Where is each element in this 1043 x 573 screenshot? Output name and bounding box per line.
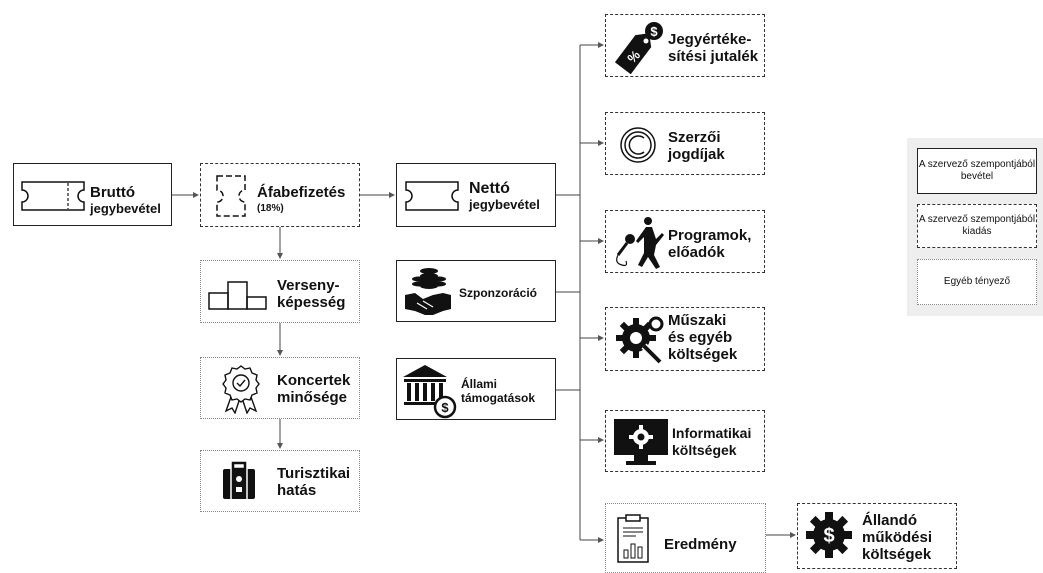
price-tag-percent-icon: % $ bbox=[614, 22, 663, 75]
node-koncert-line2: minősége bbox=[277, 389, 348, 406]
handshake-coins-icon bbox=[405, 268, 451, 315]
node-eredmeny: Eredmény bbox=[605, 503, 766, 573]
legend-item-egyeb: Egyéb tényező bbox=[917, 259, 1037, 305]
node-allando-mukodesi-koltsegek: $ Állandó működési költségek bbox=[797, 503, 957, 569]
gear-wrench-icon bbox=[616, 316, 664, 365]
node-informatikai-line1: Informatikai bbox=[672, 425, 752, 441]
ticket-dashed-icon bbox=[216, 175, 246, 217]
node-eredmeny-line1: Eredmény bbox=[664, 536, 737, 553]
node-brutto-line1: Bruttó bbox=[90, 184, 135, 201]
node-jegyertekesitesi-line2: sítési jutalék bbox=[668, 48, 759, 65]
node-jegyertekesitesi-line1: Jegyértéke- bbox=[668, 31, 752, 48]
node-brutto-line2: jegybevétel bbox=[90, 201, 161, 216]
node-muszaki-line1: Műszaki bbox=[668, 312, 727, 329]
legend-item-bevetel: A szervező szempontjából bevétel bbox=[917, 148, 1037, 194]
copyright-icon bbox=[620, 127, 656, 163]
gear-dollar-icon: $ bbox=[806, 512, 852, 558]
node-muszaki-line2: és egyéb bbox=[668, 329, 733, 346]
node-netto-line2: jegybevétel bbox=[469, 197, 540, 212]
node-allami-tamogatasok: $ Állami támogatások bbox=[396, 358, 556, 420]
node-szerzoi-line1: Szerzői bbox=[668, 129, 721, 146]
node-programok-line2: előadók bbox=[668, 244, 725, 261]
node-turizmus-line2: hatás bbox=[277, 482, 317, 499]
node-allami-line2: támogatások bbox=[461, 391, 536, 405]
singer-microphone-icon bbox=[616, 217, 664, 269]
svg-text:$: $ bbox=[441, 400, 449, 415]
node-muszaki-koltsegek: Műszaki és egyéb költségek bbox=[605, 307, 765, 371]
node-koncertek-minosege: Koncertek minősége bbox=[200, 357, 360, 419]
node-informatikai-koltsegek: Informatikai költségek bbox=[605, 410, 765, 472]
bank-dollar-icon: $ bbox=[403, 365, 457, 419]
node-netto-line1: Nettó bbox=[469, 180, 510, 197]
node-afa-line1: Áfabefizetés bbox=[257, 184, 346, 201]
node-szerzoi-line2: jogdíjak bbox=[668, 146, 725, 163]
node-allami-line1: Állami bbox=[461, 377, 498, 391]
node-informatikai-line2: költségek bbox=[672, 442, 737, 458]
ticket-icon bbox=[21, 181, 85, 211]
node-verseny-line2: képesség bbox=[277, 294, 346, 311]
node-verseny-line1: Verseny- bbox=[277, 277, 340, 294]
monitor-gear-icon bbox=[614, 419, 668, 465]
suitcase-icon bbox=[223, 461, 255, 499]
node-versenykepesseg: Verseny- képesség bbox=[200, 260, 360, 323]
node-afabefizetes: Áfabefizetés (18%) bbox=[200, 163, 360, 227]
award-badge-icon bbox=[222, 365, 260, 414]
node-szponzoracio-line1: Szponzoráció bbox=[459, 286, 538, 300]
node-allando-line3: költségek bbox=[862, 546, 932, 563]
node-programok-line1: Programok, bbox=[668, 227, 752, 244]
node-jegyertekesitesi-jutalek: % $ Jegyértéke- sítési jutalék bbox=[605, 14, 765, 77]
report-chart-icon bbox=[617, 514, 649, 563]
node-turisztikai-hatas: Turisztikai hatás bbox=[200, 450, 360, 512]
node-allando-line1: Állandó bbox=[862, 512, 917, 529]
node-muszaki-line3: költségek bbox=[668, 346, 738, 363]
node-allando-line2: működési bbox=[862, 529, 933, 546]
node-szerzoi-jogdijak: Szerzői jogdíjak bbox=[605, 112, 765, 175]
svg-text:$: $ bbox=[650, 24, 658, 39]
node-programok-eloadok: Programok, előadók bbox=[605, 210, 765, 273]
node-brutto-jegybevetel: Bruttó jegybevétel bbox=[13, 163, 172, 226]
legend-item-kiadas: A szervező szempontjából kiadás bbox=[917, 204, 1037, 248]
node-turizmus-line1: Turisztikai bbox=[277, 465, 351, 482]
node-afa-line2: (18%) bbox=[257, 203, 284, 214]
node-netto-jegybevetel: Nettó jegybevétel bbox=[396, 163, 556, 227]
legend-panel: A szervező szempontjából bevétel A szerv… bbox=[907, 138, 1043, 316]
node-szponzoracio: Szponzoráció bbox=[396, 260, 556, 322]
podium-icon bbox=[208, 281, 267, 310]
ticket-icon bbox=[405, 181, 459, 211]
svg-text:$: $ bbox=[823, 525, 834, 547]
node-koncert-line1: Koncertek bbox=[277, 372, 351, 389]
